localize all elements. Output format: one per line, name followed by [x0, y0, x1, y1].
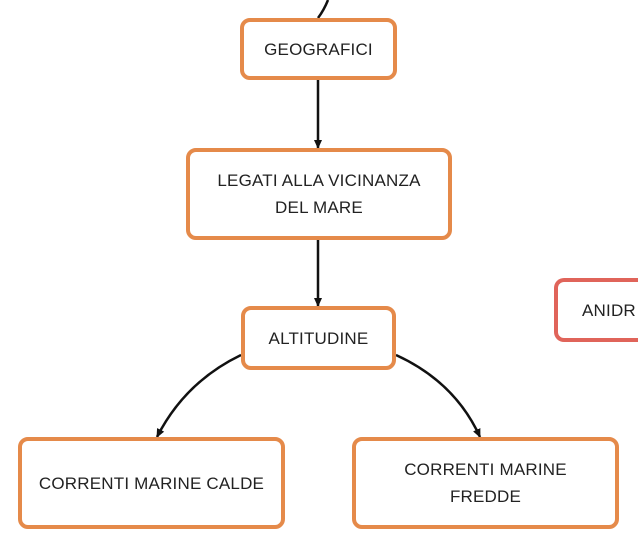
node-label: GEOGRAFICI	[264, 39, 373, 59]
edge-altitudine-to-calde	[155, 353, 242, 438]
node-label: CORRENTI MARINE CALDE	[38, 473, 265, 493]
node-correnti-marine-fredde[interactable]: CORRENTI MARINE FREDDE	[352, 437, 619, 529]
edge-altitudine-to-fredde	[395, 353, 482, 438]
edge-incoming-top	[316, 0, 330, 19]
node-label: LEGATI ALLA VICINANZA DEL MARE	[217, 171, 421, 217]
node-legati-alla-vicinanza-del-mare[interactable]: LEGATI ALLA VICINANZA DEL MARE	[186, 148, 452, 240]
node-label: ANIDR	[582, 300, 636, 320]
node-label: CORRENTI MARINE FREDDE	[404, 460, 567, 506]
node-altitudine[interactable]: ALTITUDINE	[241, 306, 396, 370]
node-geografici[interactable]: GEOGRAFICI	[240, 18, 397, 80]
node-correnti-marine-calde[interactable]: CORRENTI MARINE CALDE	[18, 437, 285, 529]
node-label: ALTITUDINE	[268, 328, 369, 348]
node-anidr-partial[interactable]: ANIDR	[554, 278, 638, 342]
